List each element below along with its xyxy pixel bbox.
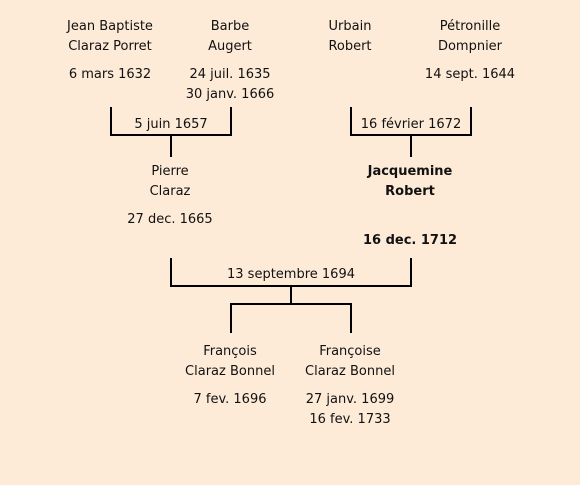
person-petronille-name-1: Pétronille: [439, 19, 501, 34]
person-francoise-birth: 27 janv. 1699: [305, 392, 395, 407]
person-francoise-name-1: Françoise: [319, 344, 381, 359]
person-barbe-death: 30 janv. 1666: [185, 87, 275, 102]
person-barbe-birth: 24 juil. 1635: [189, 67, 271, 82]
person-jacquemine-name-2: Robert: [385, 184, 435, 199]
person-francois-name-1: François: [203, 344, 257, 359]
person-jean-baptiste-birth: 6 mars 1632: [68, 67, 152, 82]
person-francois-birth: 7 fev. 1696: [193, 392, 267, 407]
person-jean-baptiste-name-2: Claraz Porret: [68, 39, 152, 54]
person-pierre-name-2: Claraz: [149, 184, 191, 199]
person-francois-name-2: Claraz Bonnel: [185, 364, 275, 379]
person-jacquemine-name-1: Jacquemine: [367, 164, 453, 179]
person-urbain-name-1: Urbain: [328, 19, 372, 34]
person-francoise-death: 16 fev. 1733: [309, 412, 391, 427]
person-pierre-birth: 27 dec. 1665: [127, 212, 213, 227]
person-pierre-name-1: Pierre: [151, 164, 189, 179]
marriage-1-date: 5 juin 1657: [134, 117, 208, 132]
person-jacquemine-birth: 16 dec. 1712: [362, 233, 458, 248]
person-francoise-name-2: Claraz Bonnel: [305, 364, 395, 379]
marriage-3-date: 13 septembre 1694: [227, 267, 355, 282]
person-petronille-name-2: Dompnier: [437, 39, 503, 54]
person-barbe-name-2: Augert: [208, 39, 252, 54]
person-barbe-name-1: Barbe: [210, 19, 250, 34]
person-urbain-name-2: Robert: [328, 39, 372, 54]
marriage-2-date: 16 février 1672: [360, 117, 462, 132]
person-jean-baptiste-name-1: Jean Baptiste: [67, 19, 153, 34]
person-petronille-birth: 14 sept. 1644: [424, 67, 516, 82]
